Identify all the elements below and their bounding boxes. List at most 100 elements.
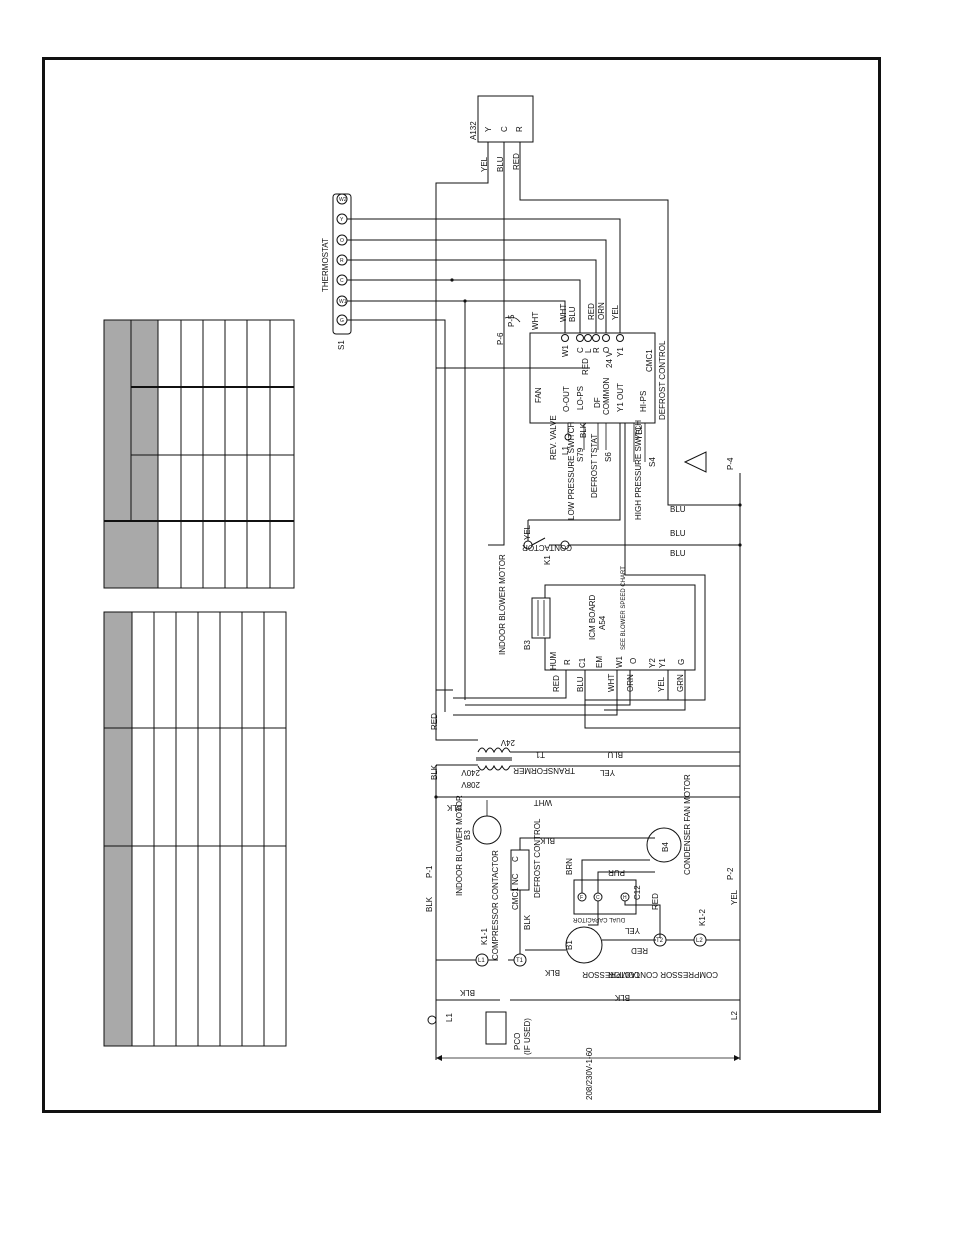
icm-wire-labels: RED BLU WHT ORN YEL GRN (552, 674, 685, 692)
icm-em: EM (595, 656, 604, 668)
cap-h: H (623, 895, 627, 901)
wire-label-blu: BLU (496, 156, 505, 172)
dc-y1: Y1 (616, 347, 625, 357)
cmc1-label: CMC1 (645, 349, 654, 372)
a132-block: A132 Y C R YEL BLU RED (469, 95, 534, 172)
dc-c: C (576, 347, 585, 353)
defrost-control: DEFROST CONTROL CMC1 24 V RED W1 C L R O… (496, 302, 667, 424)
indoor-blower-motor-hv: B3 INDOOR BLOWER MOTOR (455, 795, 502, 896)
transformer-label: TRANSFORMER (513, 766, 575, 775)
dual-capacitor-label: DUAL CAPACITOR (572, 916, 625, 922)
cc-l1: L1 (478, 958, 485, 964)
icm-board-label: ICM BOARD (588, 594, 597, 640)
p4-label: P-4 (726, 457, 735, 470)
tstat-y: Y (340, 217, 344, 223)
a132-terminal-r: R (515, 126, 524, 132)
drawing-border (42, 57, 881, 1113)
icm-y1: Y1 (658, 658, 667, 668)
ds-yel: YEL (635, 424, 644, 440)
defrost-sensors: REV. VALVE L1 LOW PRESSURE SWITCH S79 DE… (528, 415, 706, 710)
compressor-contactor: L1 T1 T2 L2 K1-1 COMPRESSOR CONTACTOR K1… (436, 850, 740, 979)
compressor-contactor-label-left: COMPRESSOR CONTACTOR (491, 850, 500, 960)
k1-2-label: K1-2 (698, 909, 707, 926)
ds-blk: BLK (579, 422, 588, 438)
cap-yel: YEL (624, 926, 640, 935)
compressor-contactor-label-right: COMPRESSOR CONTACTOR (608, 970, 718, 979)
dc-y1-out: Y1 OUT (616, 383, 625, 412)
contactor-label: CONTACTOR (522, 543, 572, 552)
condenser-fan-label: CONDENSER FAN MOTOR (683, 774, 692, 875)
wire-label-yel: YEL (480, 156, 489, 172)
p5-wht: WHT (531, 312, 540, 330)
cap-f: F (580, 895, 583, 901)
xfmr-t1: T1 (535, 750, 545, 759)
dc-r: R (592, 347, 601, 353)
dc-o-out: O-OUT (562, 386, 571, 412)
rev-valve-label: REV. VALVE (549, 415, 558, 460)
dc-wire-wht: WHT (559, 304, 568, 322)
icm-wire-wht: WHT (607, 674, 616, 692)
indoor-blower-motor-label: INDOOR BLOWER MOTOR (498, 554, 507, 655)
thermostat-label: THERMOSTAT (321, 238, 330, 292)
icm-wire-red: RED (552, 675, 561, 692)
k1-blu-2: BLU (670, 549, 686, 558)
a54-label: A54 (598, 615, 607, 630)
supply-l1: L1 (445, 1013, 454, 1022)
icm-terminals: HUM R C1 EM W1 O Y2 Y1 G (549, 651, 686, 670)
ps-blk-1: BLK (459, 988, 475, 997)
cap-brn: BRN (565, 858, 574, 875)
dc-wire-blu: BLU (568, 306, 577, 322)
a132-terminal-y: Y (484, 126, 493, 132)
icm-hum: HUM (549, 651, 558, 670)
k1-blu-3: BLU (670, 505, 686, 514)
k1-label: K1 (543, 555, 552, 565)
tstat-g: G (340, 318, 344, 324)
hv-b3: B3 (463, 830, 472, 840)
k1-blu-1: BLU (670, 529, 686, 538)
hv-yel-p2: YEL (730, 889, 739, 905)
cmc1-c: C (511, 856, 520, 862)
dc-df: DF (593, 397, 602, 408)
dc-o: O (602, 347, 611, 353)
supply-l2: L2 (730, 1011, 739, 1020)
dual-capacitor: F C H DUAL CAPACITOR C12 BRN PUR RED YEL (565, 858, 661, 938)
defrost-24v: 24 V (605, 351, 614, 368)
high-pressure-switch-label: HIGH PRESSURE SWITCH (634, 420, 643, 520)
p6-label: P-6 (496, 332, 505, 345)
hv-blk-2: BLK (425, 896, 434, 912)
dc-l: L (584, 348, 593, 353)
icm-y2: Y2 (648, 658, 657, 668)
b3-label: B3 (523, 640, 532, 650)
icm-c1: C1 (578, 657, 587, 668)
supply-rating: 208/230V-1-60 (585, 1047, 594, 1100)
xfmr-24v: 24V (500, 738, 515, 747)
hv-indoor-blower-label: INDOOR BLOWER MOTOR (455, 795, 464, 896)
icm-r: R (563, 659, 572, 665)
k1-1-label: K1-1 (480, 928, 489, 945)
ground-icon (427, 1015, 437, 1025)
s6-label: S6 (604, 452, 613, 462)
icm-wire-yel: YEL (657, 676, 666, 692)
defrost-bottom-terminals: FAN O-OUT LO-PS DF COMMON Y1 OUT HI-PS (534, 377, 648, 415)
comp-red: RED (631, 946, 648, 955)
table-lower (103, 611, 287, 1047)
contactor-k1: CONTACTOR K1 YEL BLU BLU BLU (522, 503, 742, 565)
dc-common: COMMON (602, 377, 611, 415)
defrost-tstat-label: DEFROST TSTAT (590, 434, 599, 498)
wire-label-red: RED (512, 153, 521, 170)
icm-board: INDOOR BLOWER MOTOR B3 ICM BOARD A54 SEE… (498, 554, 696, 692)
cc-l2: L2 (696, 938, 703, 944)
a132-terminal-c: C (500, 126, 509, 132)
cmc1-nc: NC (511, 873, 520, 885)
note-triangle (683, 451, 707, 473)
cap-c: C (596, 895, 600, 901)
b4-label: B4 (661, 842, 670, 852)
compressor-label: COMPRESSOR (582, 970, 640, 979)
cmc1-blk: BLK (539, 836, 555, 845)
defrost-control-label: DEFROST CONTROL (658, 340, 667, 420)
p2-label: P-2 (726, 867, 735, 880)
power-supply: BLK BLK PCO (IF USED) L1 L2 208/230V-1-6… (427, 988, 741, 1100)
icm-connector-pins (537, 600, 545, 636)
icm-wire-grn: GRN (676, 674, 685, 692)
cap-red: RED (651, 893, 660, 910)
